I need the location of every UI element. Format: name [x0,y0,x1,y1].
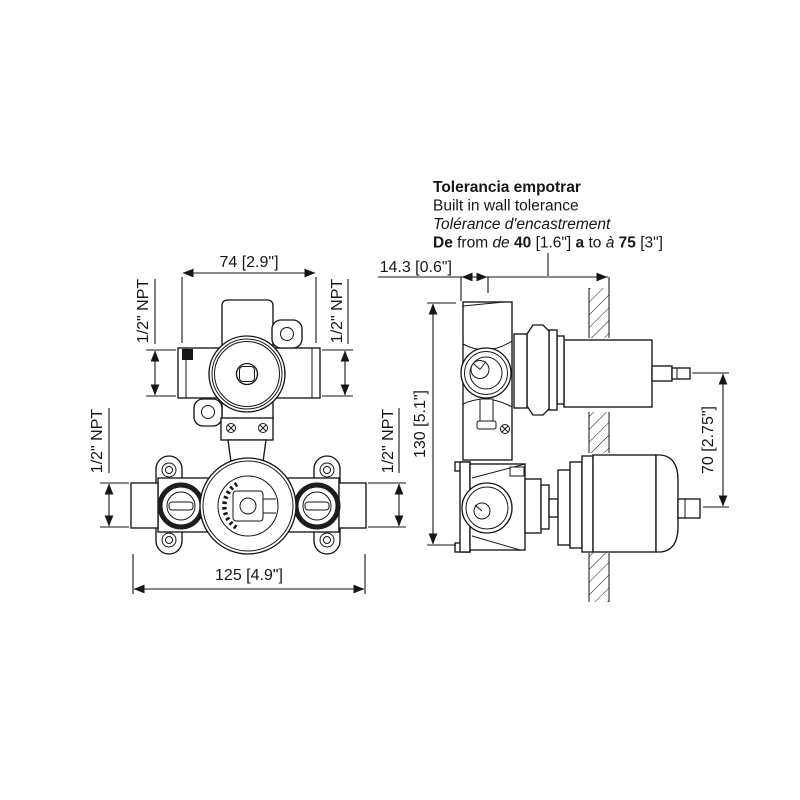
svg-text:1/2" NPT: 1/2" NPT [380,409,397,474]
mounting-hole [319,532,335,548]
front-lower-valve [130,455,367,555]
port-label-lower-left: 1/2" NPT [89,408,129,528]
mounting-hole [161,462,177,478]
port-label-upper-left: 1/2" NPT [135,279,176,397]
mounting-hole [201,405,215,419]
mounting-hole [280,327,294,341]
side-upper-cartridge [513,324,691,416]
tolerance-note: Tolerancia empotrar Built in wall tolera… [433,179,663,276]
dim-height: 130 [5.1"] [412,302,456,546]
note-line-2: Built in wall tolerance [433,198,579,215]
dim-height-label: 130 [5.1"] [412,390,429,458]
note-line-4: De from de 40 [1.6"] a to à 75 [3"] [433,235,663,252]
pipe-port [130,482,159,529]
side-lower-valve [454,454,701,553]
port-label-lower-right: 1/2" NPT [368,408,406,528]
dim-stem-spacing-label: 70 [2.75"] [700,406,717,474]
front-view: 74 [2.9"] 125 [4.9"] 1/2" NPT 1/2" NPT [89,254,406,594]
note-line-1: Tolerancia empotrar [433,179,581,196]
note-line-3: Tolérance d'encastrement [433,216,611,233]
side-view: 14.3 [0.6"] 130 [5.1"] 70 [2.75"] [378,259,729,602]
pipe-port [338,482,367,529]
dim-width-overall: 125 [4.9"] [132,554,366,594]
port-label-upper-right: 1/2" NPT [322,279,353,397]
front-upper-valve [177,299,321,463]
wall-hatch [588,288,610,602]
svg-text:1/2" NPT: 1/2" NPT [135,279,152,344]
mounting-hole [319,462,335,478]
dim-depth: 14.3 [0.6"] [378,259,610,301]
dim-width-top: 74 [2.9"] [181,254,317,343]
dim-width-overall-label: 125 [4.9"] [215,567,283,584]
cartridge-teeth [222,482,239,530]
mounting-hole [161,532,177,548]
orientation-mark [182,349,193,360]
dim-width-top-label: 74 [2.9"] [219,254,278,271]
dim-depth-label: 14.3 [0.6"] [380,259,452,276]
dim-stem-spacing: 70 [2.75"] [692,372,729,508]
svg-text:1/2" NPT: 1/2" NPT [89,409,106,474]
side-upper-valve-face [460,347,512,434]
svg-text:1/2" NPT: 1/2" NPT [329,279,346,344]
